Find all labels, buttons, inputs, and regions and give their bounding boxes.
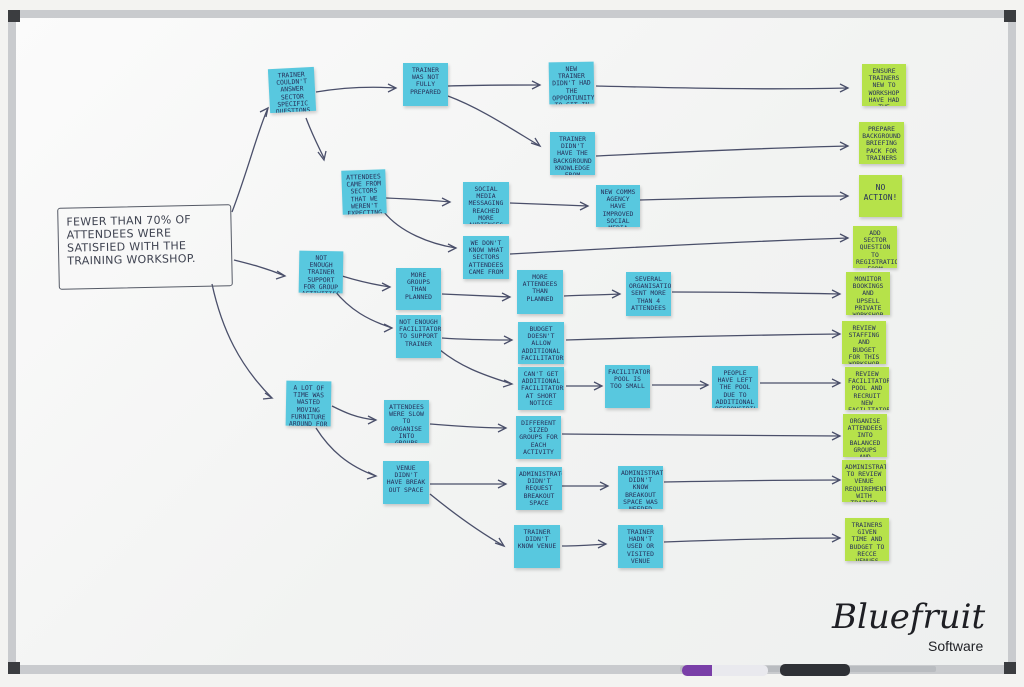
note-dont-know-sectors: We don't know what sectors attendees cam…	[463, 236, 509, 279]
action-briefing-pack: Prepare background briefing pack for tra…	[859, 122, 904, 164]
note-new-comms: New comms agency have improved social me…	[596, 185, 640, 227]
bluefruit-logo: Bluefruit Software	[832, 598, 992, 660]
logo-subtitle: Software	[928, 638, 984, 654]
action-organise-attendees: Organise attendees into balanced groups …	[843, 414, 887, 457]
note-admin-didnt-know: Administrator didn't know breakout space…	[618, 466, 663, 509]
action-admin-review-venue: Administrator to review venue requiremen…	[842, 460, 886, 502]
action-review-pool: Review facilitator pool and recruit new …	[845, 367, 889, 410]
purple-marker	[682, 665, 768, 676]
note-people-left-pool: People have left the pool due to additio…	[712, 366, 758, 408]
note-facilitator-pool: Facilitator pool is too small	[605, 365, 650, 408]
board-eraser	[780, 664, 850, 676]
problem-statement: Fewer than 70% of attendees were satisfi…	[57, 204, 233, 290]
note-time-wasted: A lot of time was wasted moving furnitur…	[285, 380, 332, 427]
note-trainer-couldnt-answer: Trainer couldn't answer sector specific …	[267, 66, 317, 114]
note-not-enough-support: Not enough trainer support for group act…	[298, 250, 344, 294]
note-attendees-other-sectors: Attendees came from sectors that we were…	[341, 169, 387, 215]
note-trainer-no-background: Trainer didn't have the background knowl…	[550, 132, 595, 175]
note-new-trainer: New trainer didn't had the opportunity t…	[548, 61, 595, 105]
frame-corner	[8, 10, 20, 22]
action-monitor-bookings: Monitor bookings and upsell private work…	[846, 272, 890, 315]
note-several-orgs: Several organisations sent more than 4 a…	[626, 272, 671, 316]
note-cant-get-facilitators: Can't get additional facilitators at sho…	[518, 367, 564, 410]
action-review-staffing: Review staffing and budget for this work…	[842, 321, 886, 364]
note-social-media: Social media messaging reached more audi…	[463, 182, 509, 224]
note-venue-no-breakout: Venue didn't have break out space	[383, 461, 429, 504]
frame-corner	[1004, 10, 1016, 22]
action-no-action: No action!	[859, 175, 902, 217]
note-not-enough-facilitators: Not enough facilitators to support train…	[396, 315, 441, 358]
frame-corner	[1004, 662, 1016, 674]
note-more-groups: More groups than planned	[396, 268, 441, 310]
note-different-groups: Different sized groups for each activity	[516, 416, 561, 459]
note-admin-didnt-request: Administrator didn't request breakout sp…	[516, 467, 562, 510]
note-trainer-didnt-know-venue: Trainer didn't know venue	[514, 525, 560, 568]
note-more-attendees: More attendees than planned	[517, 270, 563, 314]
note-slow-to-organise: Attendees were slow to organise into gro…	[384, 400, 429, 443]
action-trainers-time-budget: Trainers given time and budget to recce …	[845, 518, 889, 561]
logo-wordmark: Bluefruit	[832, 597, 986, 637]
action-add-sector-question: Add sector question to registration form	[853, 226, 897, 268]
note-budget: Budget doesn't allow additional facilita…	[518, 322, 564, 364]
note-trainer-hadnt-visited: Trainer hadn't used or visited venue	[618, 525, 663, 568]
note-trainer-not-prepared: Trainer was not fully prepared	[403, 63, 448, 106]
frame-corner	[8, 662, 20, 674]
marker-cap	[682, 665, 712, 676]
action-ensure-trainers: Ensure trainers new to workshop have had…	[862, 64, 906, 106]
